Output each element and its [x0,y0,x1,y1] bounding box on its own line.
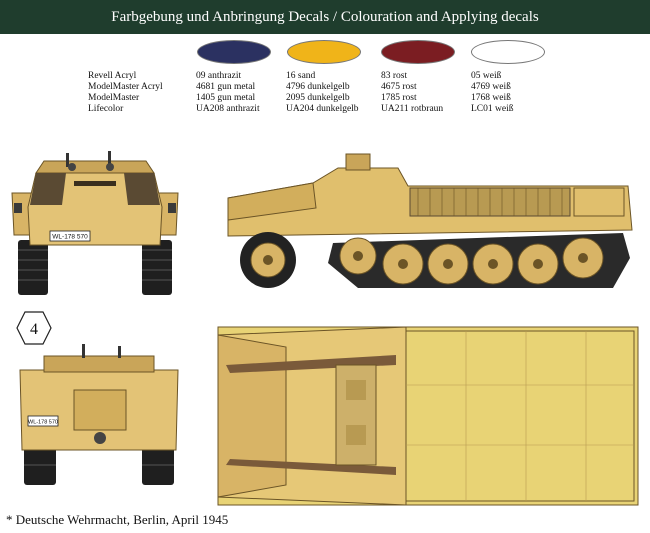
paint-weiss: 1768 weiß [471,93,511,103]
rear-view-illustration: WL-178 570 [19,344,179,485]
front-view-illustration: WL-178 570 [11,151,179,295]
position-marker: 4 [16,311,52,345]
caption: * Deutsche Wehrmacht, Berlin, April 1945 [6,512,229,527]
paint-anthrazit: 4681 gun metal [196,82,256,92]
front-license-plate: WL-178 570 [52,234,88,241]
swatch-weiss [471,40,545,64]
paint-brand: Revell Acryl [88,71,137,81]
paint-rost: 1785 rost [381,93,417,103]
swatch-sand [287,40,361,64]
marker-number: 4 [30,321,38,338]
paint-anthrazit: 09 anthrazit [196,71,242,81]
paint-brand: ModelMaster [88,93,140,103]
rear-license-plate: WL-178 570 [28,420,58,426]
paint-brand: Lifecolor [88,104,124,114]
paint-sand: UA204 dunkelgelb [286,104,359,114]
paint-rost: 83 rost [381,71,408,81]
side-view-illustration [227,153,633,288]
paint-rost: UA211 rotbraun [381,104,444,114]
paint-brand: ModelMaster Acryl [88,82,163,92]
paint-weiss: 05 weiß [471,71,502,81]
swatch-rost [381,40,455,64]
paint-weiss: LC01 weiß [471,104,514,114]
swatch-anthrazit [197,40,271,64]
page-title: Farbgebung und Anbringung Decals / Colou… [111,8,539,25]
paint-anthrazit: UA208 anthrazit [196,104,260,114]
page-title-banner: Farbgebung und Anbringung Decals / Colou… [0,0,650,34]
top-view-illustration [217,326,639,506]
paint-sand: 16 sand [286,71,316,81]
paint-sand: 4796 dunkelgelb [286,82,350,92]
paint-anthrazit: 1405 gun metal [196,93,256,103]
paint-rost: 4675 rost [381,82,417,92]
paint-weiss: 4769 weiß [471,82,511,92]
paint-sand: 2095 dunkelgelb [286,93,350,103]
